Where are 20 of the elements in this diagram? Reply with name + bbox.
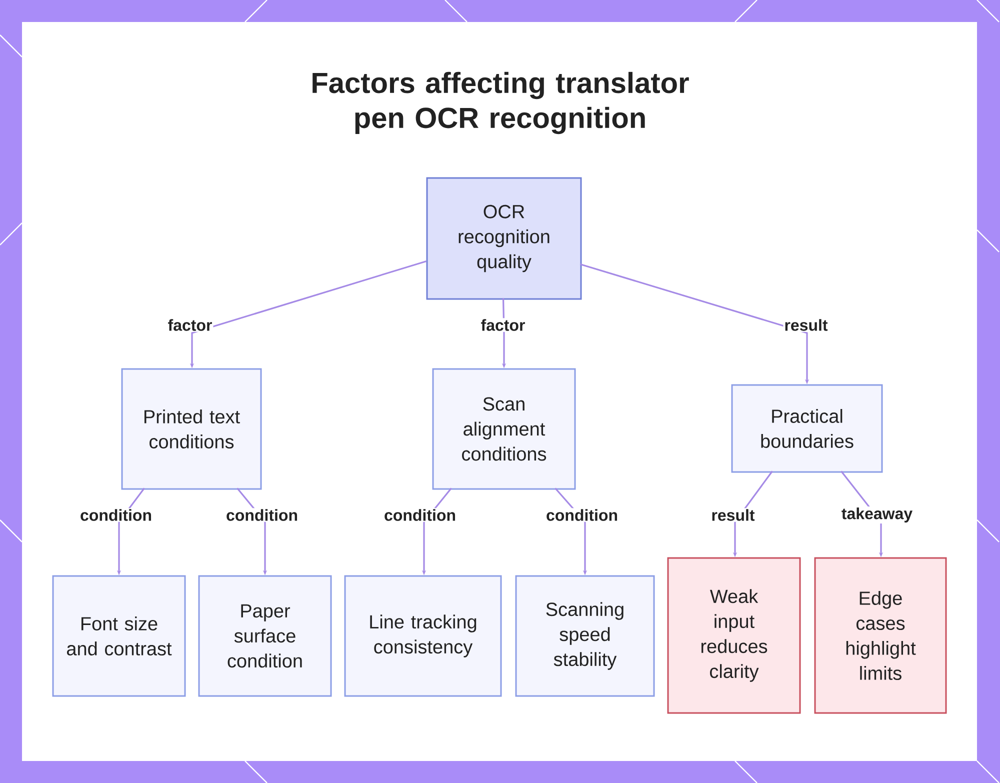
edge-label: factor [166,318,214,332]
edge-label: condition [545,508,619,522]
root-box: OCR recognition quality [426,177,582,300]
edge-label: takeaway [840,506,914,524]
edge-label: result [783,318,829,332]
process-box: Paper surface condition [198,575,332,697]
outcome-box: Edge cases highlight limits [814,557,947,714]
title: Factors affecting translator pen OCR recognition [312,72,689,134]
edge-label: condition [225,508,299,522]
edge-label: factor [480,318,526,332]
process-box: Scanning speed stability [515,575,655,697]
edge-label: condition [383,508,457,522]
edge-label: condition [79,508,153,522]
process-box: Font size and contrast [52,575,186,697]
process-box: Practical boundaries [731,384,883,473]
process-box: Line tracking consistency [344,575,502,697]
outcome-box: Weak input reduces clarity [667,557,801,714]
process-box: Printed text conditions [121,368,262,490]
edge-label: result [710,508,756,522]
process-box: Scan alignment conditions [432,368,576,490]
